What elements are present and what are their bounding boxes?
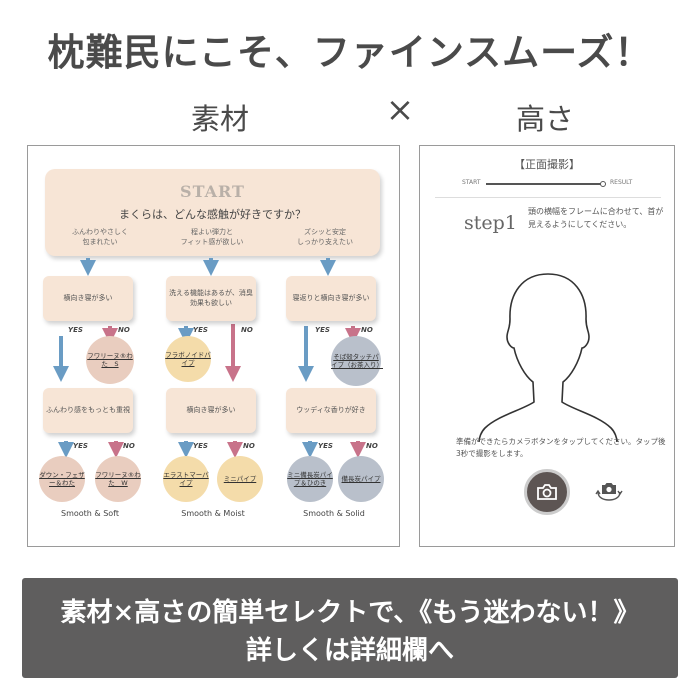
result-elastomer-pipe: エラストマーパイプ — [163, 456, 209, 502]
no-label: NO — [118, 326, 130, 334]
footer-smooth-solid: Smooth & Solid — [284, 509, 384, 518]
result-down-feather: ダウン・フェザー＆わた — [39, 456, 85, 502]
progress-end: RESULT — [610, 179, 632, 186]
result-fwarine-w: フワリーヌ®わた W — [95, 456, 141, 502]
step-text: 頭の横幅をフレームに合わせて、首が見えるようにしてください。 — [528, 206, 668, 232]
bottom-banner: 素材×高さの簡単セレクトで、《もう迷わない！》 詳しくは詳細欄へ — [22, 578, 678, 678]
banner-line1: 素材×高さの簡単セレクトで、《もう迷わない！》 — [22, 592, 678, 629]
divider — [435, 197, 661, 198]
footer-smooth-soft: Smooth & Soft — [40, 509, 140, 518]
headline: 枕難民にこそ、ファインスムーズ！ — [0, 22, 700, 76]
switch-camera-icon[interactable] — [595, 479, 623, 503]
question-deodorize: 洗える機能はあるが、消臭効果も欲しい — [166, 276, 256, 321]
no-label: NO — [243, 442, 255, 450]
subheading-times: × — [378, 90, 422, 130]
no-label: NO — [123, 442, 135, 450]
result-flavonoid-pipe: フラボノイドパイプ — [165, 336, 211, 382]
camera-instruction: 準備ができたらカメラボタンをタップしてください。タップ後3秒で撮影をします。 — [456, 436, 666, 459]
yes-label: YES — [315, 326, 330, 334]
result-mini-pipe: ミニパイプ — [217, 456, 263, 502]
shutter-button[interactable] — [524, 469, 570, 515]
result-charcoal-pipe: 備長炭パイプ — [338, 456, 384, 502]
camera-title: 【正面撮影】 — [420, 156, 674, 172]
camera-panel: 【正面撮影】 START RESULT step1 頭の横幅をフレームに合わせて… — [419, 145, 675, 547]
result-buckwheat-pipe: そば殻タッチパイプ（お茶入り） — [331, 336, 381, 386]
question-sideways-sleeper: 横向き寝が多い — [43, 276, 133, 321]
no-label: NO — [361, 326, 373, 334]
subheading-height: 高さ — [500, 96, 590, 138]
progress-line — [486, 183, 604, 185]
result-mini-charcoal-hinoki: ミニ備長炭パイプ＆ひのき — [287, 456, 333, 502]
subheading-material: 素材 — [160, 96, 280, 138]
progress-start: START — [462, 179, 481, 186]
yes-label: YES — [193, 442, 208, 450]
no-label: NO — [366, 442, 378, 450]
banner-line2: 詳しくは詳細欄へ — [22, 630, 678, 667]
no-label: NO — [241, 326, 253, 334]
question-sideways-sleeper-2: 横向き寝が多い — [166, 388, 256, 433]
row2-arrows — [66, 441, 358, 450]
footer-smooth-moist: Smooth & Moist — [163, 509, 263, 518]
yes-label: YES — [318, 442, 333, 450]
question-woody-scent: ウッディな香りが好き — [286, 388, 376, 433]
step-label: step1 — [464, 212, 517, 234]
progress-dot — [600, 181, 606, 187]
head-silhouette-icon — [477, 264, 619, 444]
yes-label: YES — [68, 326, 83, 334]
flowchart-panel: START まくらは、どんな感触が好きですか？ ふんわりやさしく包まれたい 程よ… — [27, 145, 400, 547]
yes-label: YES — [73, 442, 88, 450]
start-arrows — [88, 258, 328, 268]
question-turn-over: 寝返りと横向き寝が多い — [286, 276, 376, 321]
result-fwarine-s: フワリーヌ®わた S — [86, 336, 134, 384]
question-fluffy: ふんわり感をもっとも重視 — [43, 388, 133, 433]
yes-label: YES — [193, 326, 208, 334]
camera-icon — [536, 483, 558, 501]
